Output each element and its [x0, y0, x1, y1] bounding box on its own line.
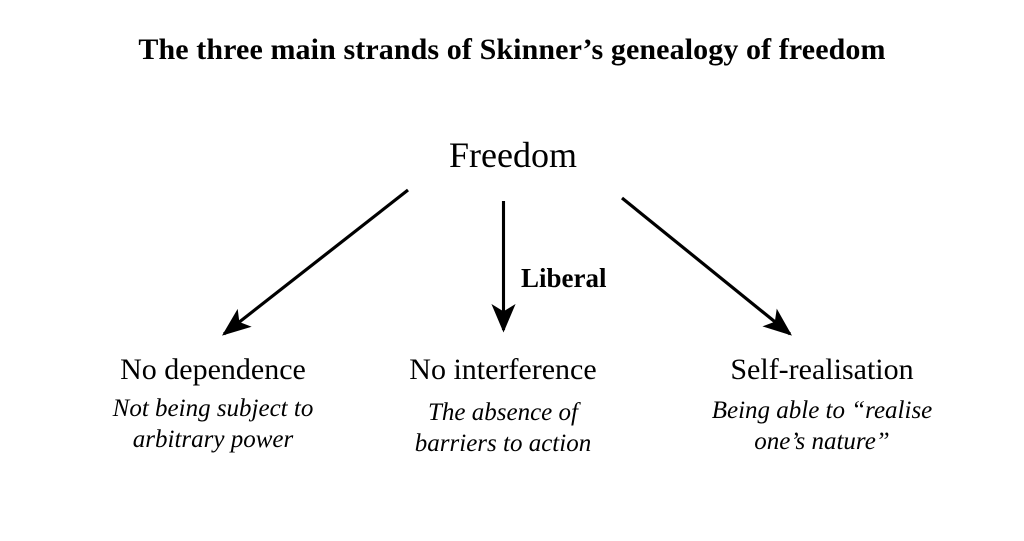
- branch-no-interference: No interference The absence of barriers …: [353, 352, 653, 459]
- branch-description-line: Not being subject to: [112, 395, 314, 422]
- branch-no-dependence: No dependence Not being subject to arbit…: [53, 352, 373, 455]
- branch-heading-no-interference: No interference: [409, 353, 597, 386]
- branch-description-line: The absence of: [428, 399, 578, 426]
- branch-description-line: arbitrary power: [132, 426, 294, 453]
- branch-self-realisation: Self-realisation Being able to “realise …: [672, 352, 972, 457]
- branch-heading-self-realisation: Self-realisation: [730, 353, 914, 386]
- branch-description-self-realisation: Being able to “realise one’s nature”: [672, 395, 972, 457]
- root-node: Freedom: [0, 134, 1024, 176]
- branch-description-line: one’s nature”: [754, 428, 890, 455]
- branch-description-line: barriers to action: [414, 430, 592, 457]
- arrow-right: [620, 196, 792, 336]
- diagram-title: The three main strands of Skinner’s gene…: [138, 33, 886, 66]
- branch-heading-no-dependence: No dependence: [120, 353, 306, 386]
- branch-description-no-dependence: Not being subject to arbitrary power: [53, 393, 373, 455]
- branch-description-line: Being able to “realise: [711, 397, 933, 424]
- edge-label-liberal: Liberal: [521, 263, 607, 293]
- root-node-label: Freedom: [449, 135, 577, 175]
- branch-description-no-interference: The absence of barriers to action: [353, 397, 653, 459]
- arrow-left: [221, 188, 409, 336]
